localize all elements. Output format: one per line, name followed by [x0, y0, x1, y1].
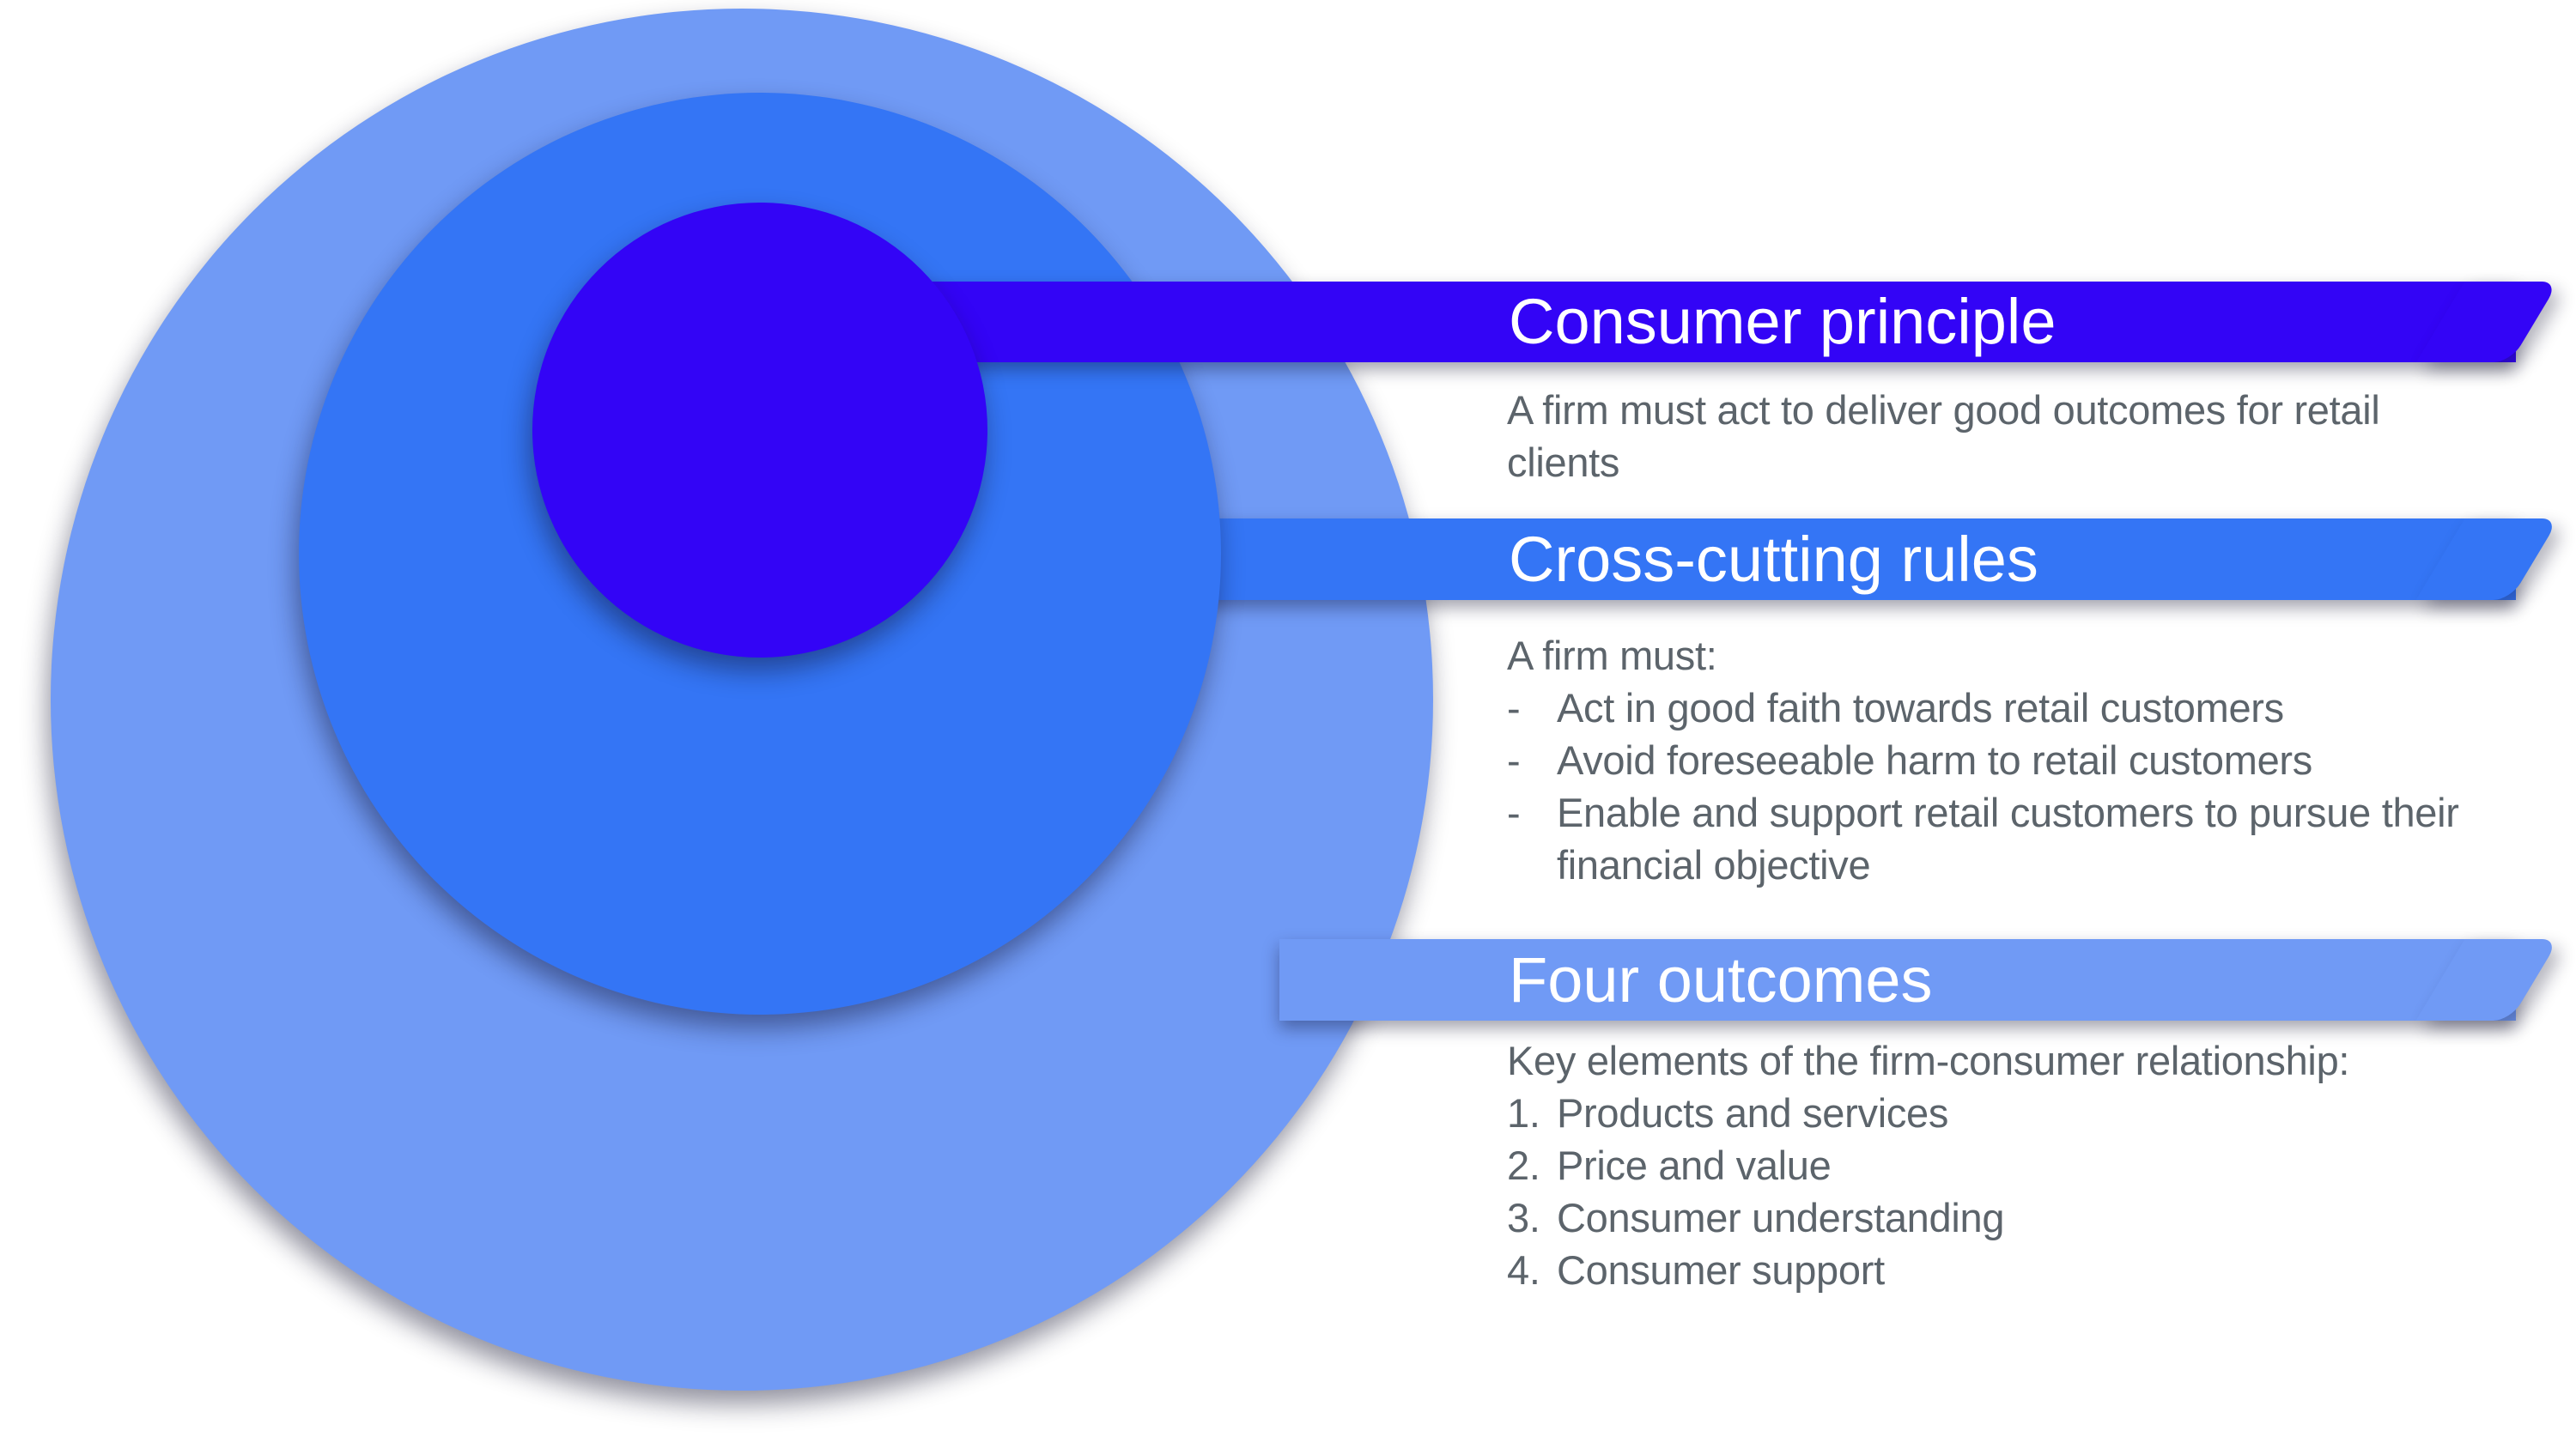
- consumer-principle-description: A firm must act to deliver good outcomes…: [1507, 387, 2380, 485]
- four-outcomes-description: Key elements of the firm-consumer relati…: [1507, 1034, 2572, 1296]
- list-item: 1. Products and services: [1507, 1087, 2572, 1139]
- bullet-dash: -: [1507, 685, 1521, 731]
- cross-cutting-rules-description: A firm must: - Act in good faith towards…: [1507, 629, 2550, 891]
- list-item: 4. Consumer support: [1507, 1244, 2572, 1296]
- four-outcomes-intro: Key elements of the firm-consumer relati…: [1507, 1038, 2350, 1083]
- consumer-principle-circle: [532, 203, 987, 658]
- band-title-cross-cutting-rules: Cross-cutting rules: [1509, 523, 2038, 595]
- list-item: - Act in good faith towards retail custo…: [1507, 682, 2550, 734]
- item-number: 3.: [1507, 1195, 1540, 1240]
- item-number: 1.: [1507, 1090, 1540, 1136]
- list-item: 2. Price and value: [1507, 1139, 2572, 1191]
- list-item: 3. Consumer understanding: [1507, 1191, 2572, 1244]
- band-title-four-outcomes: Four outcomes: [1509, 943, 1933, 1016]
- list-item: - Enable and support retail customers to…: [1507, 786, 2550, 891]
- bullet-dash: -: [1507, 790, 1521, 835]
- list-item: - Avoid foreseeable harm to retail custo…: [1507, 734, 2550, 786]
- band-title-consumer-principle: Consumer principle: [1509, 286, 2057, 357]
- bullet-dash: -: [1507, 737, 1521, 783]
- item-number: 2.: [1507, 1143, 1540, 1188]
- item-number: 4.: [1507, 1247, 1540, 1293]
- band-consumer-principle: Consumer principle: [756, 282, 2516, 362]
- cross-cutting-rules-intro: A firm must:: [1507, 633, 1717, 678]
- band-cross-cutting-rules: Cross-cutting rules: [1151, 518, 2516, 600]
- band-four-outcomes: Four outcomes: [1279, 939, 2516, 1021]
